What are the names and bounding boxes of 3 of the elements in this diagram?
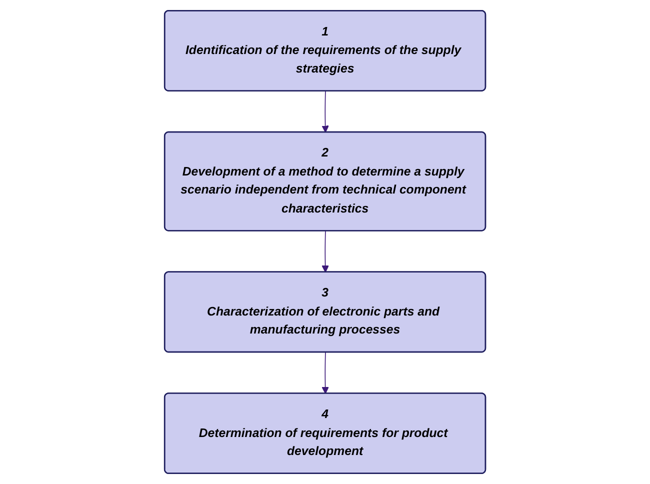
arrow: [322, 90, 329, 133]
arrow: [322, 230, 329, 273]
arrow: [322, 352, 329, 394]
